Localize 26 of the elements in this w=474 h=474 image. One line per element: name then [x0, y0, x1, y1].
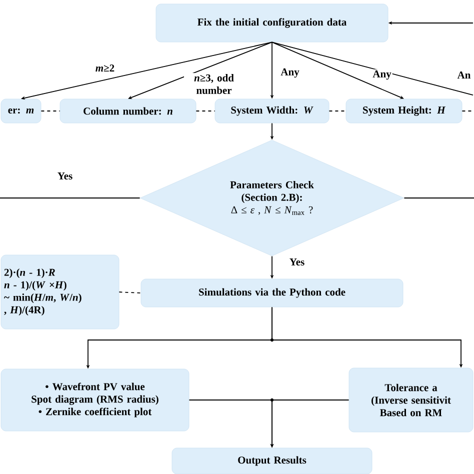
process-box: er: m — [0, 98, 42, 124]
arrow — [128, 42, 272, 99]
connector-line — [328, 110, 346, 112]
edge-label: An — [456, 70, 472, 80]
arrow — [21, 42, 272, 100]
process-box: Output Results — [172, 448, 372, 474]
process-box: Column number: n — [60, 98, 196, 124]
edge-label: Yes — [56, 172, 74, 180]
edge-label: n≥3, odd number — [184, 73, 244, 95]
edge-label: Any — [280, 67, 300, 79]
connector-line — [462, 110, 474, 112]
process-box: Fix the initial configuration data — [156, 4, 388, 42]
process-box: • Wavefront PV value Spot diagram (RMS radius) • Zernike coefficient plot — [0, 368, 190, 432]
process-box: Simulations via the Python code — [140, 278, 404, 308]
edge-label: Any — [372, 69, 392, 81]
connector-line — [118, 292, 142, 294]
connector-line — [272, 42, 474, 96]
process-box: Tolerance a (Inverse sensitivit Based on RM — [348, 368, 474, 432]
connector-line — [40, 110, 60, 112]
edge-label: m≥2 — [94, 64, 116, 72]
process-box: System Height: H — [346, 98, 462, 124]
connector-line — [196, 110, 216, 112]
process-box: System Width: W — [214, 98, 330, 124]
process-box: 2)·(n - 1)·R n - 1)/(W ×H) ~ min(H/m, W/n) , H)/(4R) — [0, 254, 120, 330]
arrow — [272, 42, 404, 99]
edge-label: Yes — [288, 258, 306, 266]
